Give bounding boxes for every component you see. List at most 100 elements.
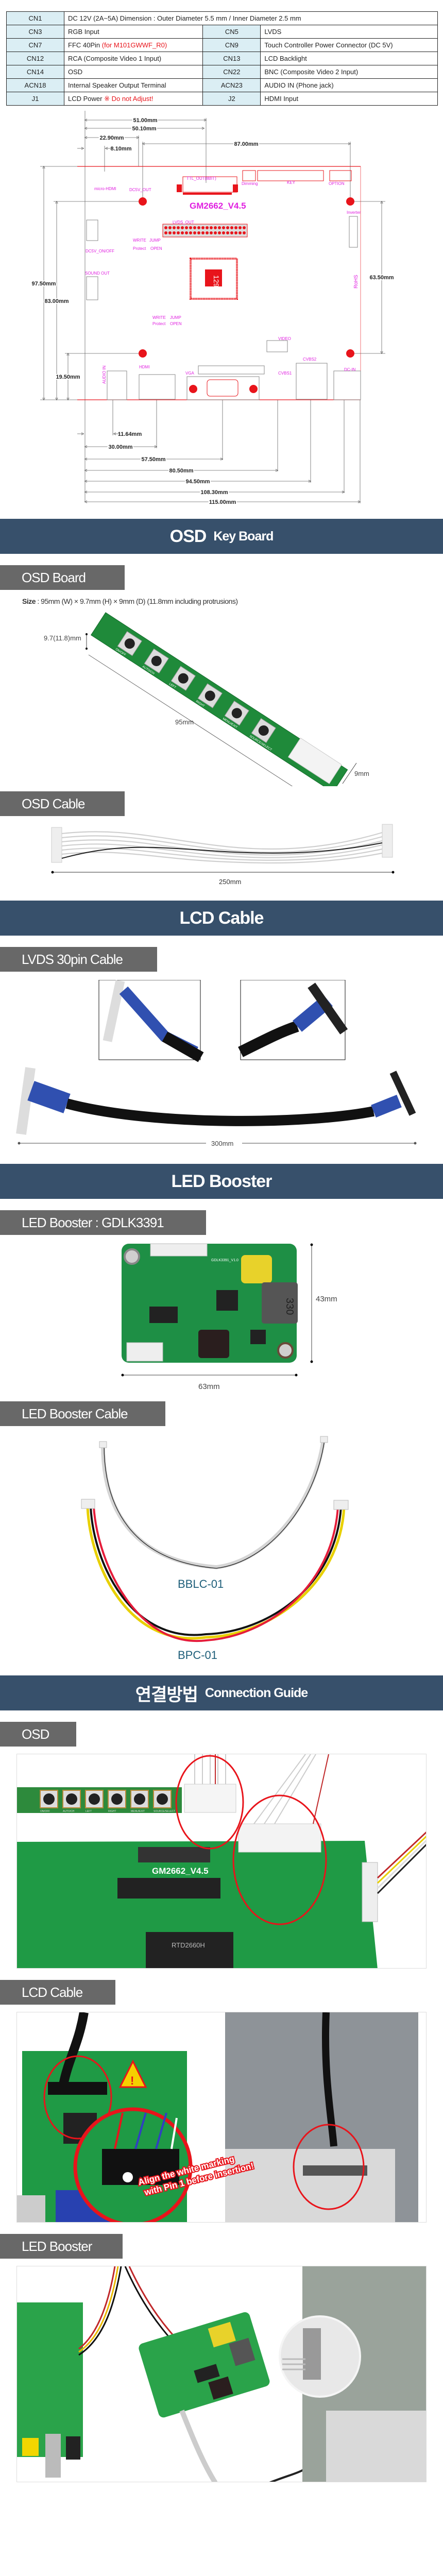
- subsection-label-booster: LED Booster : GDLK3391: [0, 1210, 206, 1235]
- lvds-pin: [197, 231, 200, 234]
- lvds-pin: [177, 231, 180, 234]
- lvds-pin: [164, 226, 167, 229]
- booster-board-photo: 330 GDLK3391_V1.0 43mm 63mm: [121, 1243, 337, 1391]
- tact-switch: [85, 1790, 104, 1808]
- connector-desc: RGB Input: [63, 25, 203, 39]
- chip-marking: RTD2660H: [172, 1941, 205, 1949]
- lvds-pin: [206, 231, 209, 234]
- connector-desc: LVDS: [260, 25, 438, 39]
- lvds-pin: [210, 226, 213, 229]
- ttl-label: TTL_OUT(8BIT): [186, 176, 216, 181]
- subsection-label-osd-cable: OSD Cable: [0, 791, 125, 816]
- osd-cable-photo: 250mm: [51, 824, 395, 886]
- connector-desc: BNC (Composite Video 2 Input): [260, 65, 438, 79]
- inductor: [262, 1282, 298, 1324]
- subsection-label-guide-lcd: LCD Cable: [0, 1980, 115, 2005]
- osd-connector: [287, 737, 342, 784]
- lvds-pin: [193, 226, 196, 229]
- lvds-pin: [181, 226, 184, 229]
- dim-87: 87.00mm: [234, 141, 258, 147]
- lvds-pin: [173, 226, 176, 229]
- key-label: KEY: [287, 180, 296, 185]
- connector-id: CN1: [6, 11, 64, 25]
- osd-width-dim: 95mm: [175, 718, 194, 726]
- open-label: OPEN: [150, 246, 162, 251]
- connector-id: CN14: [6, 65, 64, 79]
- dim-51: 51.00mm: [133, 117, 157, 124]
- lvds-pin: [201, 226, 205, 229]
- dim-63: 63.50mm: [369, 275, 394, 281]
- lvds-pin: [238, 231, 242, 234]
- board-model-text: GM2662_V4.5: [152, 1866, 209, 1876]
- protect-label: Protect: [133, 246, 146, 251]
- dim-108: 108.30mm: [200, 489, 228, 496]
- lvds-pin: [222, 231, 225, 234]
- switch-button-icon: [231, 708, 242, 719]
- size-value: : 95mm (W) × 9.7mm (H) × 9mm (D) (11.8mm…: [36, 597, 238, 605]
- connector-desc: LCD Power ※ Do not Adjust!: [63, 92, 203, 106]
- switch-button-icon: [134, 1793, 145, 1805]
- open-label-2: OPEN: [170, 321, 182, 326]
- lvds-pin: [210, 231, 213, 234]
- lvds-pin: [230, 226, 233, 229]
- inductor-label: 330: [284, 1298, 295, 1315]
- dim-8: 8.10mm: [111, 146, 132, 152]
- option-label: OPTION: [329, 181, 345, 186]
- section-banner-osd: OSD Key Board: [0, 519, 443, 554]
- write-label: WRITE: [133, 238, 146, 243]
- switch-button-icon: [157, 1793, 168, 1805]
- banner-title: LCD Cable: [179, 908, 264, 928]
- lvds-pin: [218, 231, 221, 234]
- lvds-pin: [181, 231, 184, 234]
- lvds-pin: [230, 231, 233, 234]
- connector-desc: HDMI Input: [260, 92, 438, 106]
- dim-94: 94.50mm: [185, 479, 210, 485]
- vga-label: VGA: [185, 371, 195, 376]
- booster-cable-photo: BBLC-01 BPC-01: [81, 1436, 349, 1662]
- lvds-cable-photo: 300mm: [16, 980, 417, 1147]
- connector-id: CN22: [202, 65, 261, 79]
- osd-height-dim: 9.7(11.8)mm: [44, 634, 81, 642]
- dim-83: 83.00mm: [44, 298, 69, 304]
- lvds-pin: [238, 226, 242, 229]
- lvds-pin: [185, 231, 188, 234]
- switch-button-icon: [111, 1793, 123, 1805]
- subsection-label-guide-led: LED Booster: [0, 2234, 123, 2259]
- osd-cable-length: 250mm: [219, 878, 241, 886]
- lvds-pin: [243, 231, 246, 234]
- subsection-label-booster-cable: LED Booster Cable: [0, 1401, 165, 1426]
- section-banner-lcd-cable: LCD Cable: [0, 901, 443, 936]
- connector-desc: RCA (Composite Video 1 Input): [63, 52, 203, 65]
- write-label-2: WRITE: [152, 315, 166, 320]
- dim-97: 97.50mm: [31, 281, 56, 287]
- dim-22: 22.90mm: [99, 135, 124, 141]
- osd-board-photo: ON/OFFAUTO/CHLEFTRIGHTMENU/EXITSOURCE/SE…: [44, 612, 369, 786]
- dim-30: 30.00mm: [108, 444, 132, 450]
- dim-80: 80.50mm: [169, 468, 193, 474]
- hdmi-label: HDMI: [139, 365, 149, 369]
- switch-button-icon: [89, 1793, 100, 1805]
- subsection-label-guide-osd: OSD: [0, 1722, 76, 1747]
- dim-57: 57.50mm: [141, 456, 165, 463]
- switch-button-icon: [151, 655, 162, 666]
- connector-desc: LCD Backlight: [260, 52, 438, 65]
- lvds-pin: [189, 226, 192, 229]
- switch-button-icon: [43, 1793, 55, 1805]
- lvds-pin: [168, 231, 172, 234]
- booster-width-dim: 63mm: [198, 1382, 220, 1391]
- banner-subtitle: Key Board: [213, 529, 274, 544]
- dimension-lines: [40, 111, 385, 503]
- switch-button-icon: [178, 673, 189, 684]
- lvds-pin: [197, 226, 200, 229]
- subsection-label-osd-board: OSD Board: [0, 565, 125, 590]
- booster-silkscreen: GDLK3391_V1.0: [211, 1259, 238, 1262]
- cvbs2-label: CVBS2: [303, 357, 317, 362]
- banner-title: 연결방법: [135, 1685, 198, 1705]
- connector-id: ACN18: [6, 78, 64, 92]
